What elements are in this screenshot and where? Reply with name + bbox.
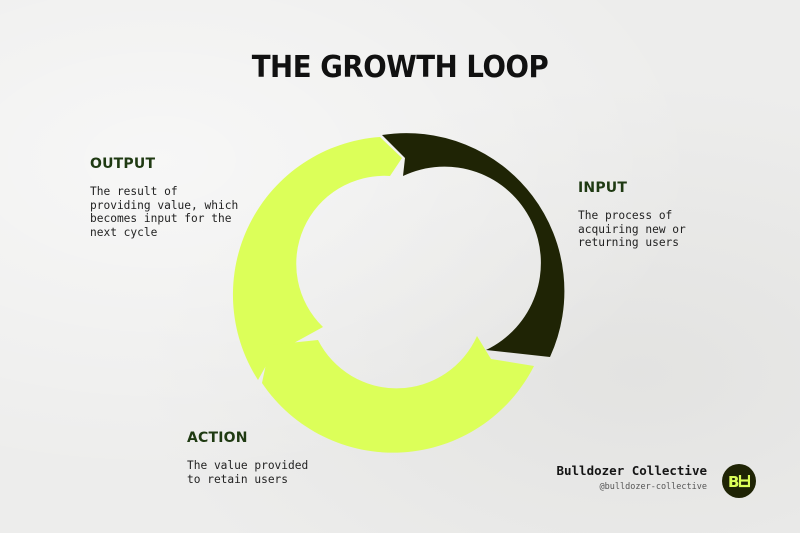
loop-segment-output [232, 137, 402, 380]
svg-text:B: B [728, 473, 739, 490]
loop-segment-input [382, 133, 565, 357]
brand-logo-icon: B [722, 464, 756, 498]
action-stage: ACTION The value provided to retain user… [187, 430, 387, 486]
loop-segment-action [262, 336, 534, 453]
brand-handle: @bulldozer-collective [599, 482, 707, 492]
page-title: THE GROWTH LOOP [251, 50, 549, 85]
input-stage: INPUT The process of acquiring new or re… [578, 180, 778, 250]
output-description: The result of providing value, which bec… [90, 185, 239, 239]
output-heading: OUTPUT [90, 156, 156, 172]
action-heading: ACTION [187, 430, 248, 446]
output-stage: OUTPUT The result of providing value, wh… [90, 156, 290, 239]
brand-name: Bulldozer Collective [556, 463, 707, 478]
action-description: The value provided to retain users [187, 459, 309, 486]
input-heading: INPUT [578, 180, 628, 196]
input-description: The process of acquiring new or returnin… [578, 209, 686, 249]
